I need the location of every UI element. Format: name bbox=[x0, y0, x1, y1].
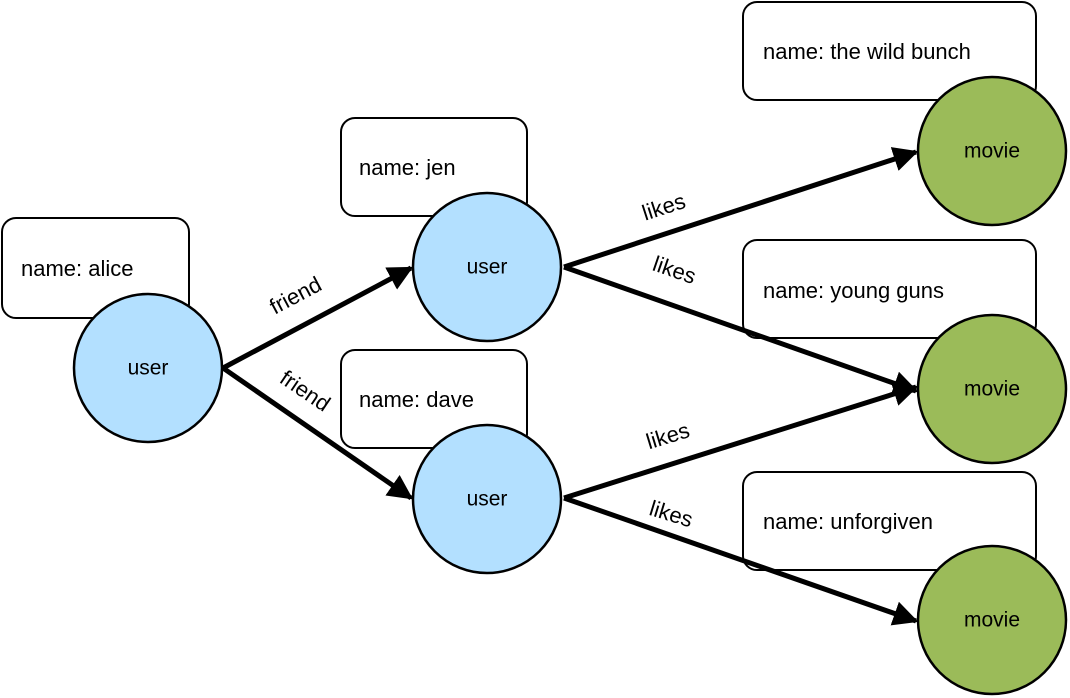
edge-label-dave-young-guns: likes bbox=[643, 417, 692, 454]
node-label-wild-bunch: movie bbox=[964, 140, 1020, 163]
property-box-wild-bunch: name: the wild bunch bbox=[742, 1, 1037, 101]
edge-label-dave-unforgiven: likes bbox=[646, 495, 695, 532]
node-label-dave: user bbox=[467, 488, 508, 511]
property-text-dave: name: dave bbox=[359, 387, 474, 412]
property-box-unforgiven: name: unforgiven bbox=[742, 471, 1037, 571]
property-box-dave: name: dave bbox=[340, 349, 528, 449]
node-label-alice: user bbox=[128, 357, 169, 380]
edge-jen-young-guns bbox=[563, 264, 919, 396]
edge-alice-dave bbox=[221, 365, 414, 501]
edge-label-alice-jen: friend bbox=[265, 271, 325, 319]
property-box-young-guns: name: young guns bbox=[742, 239, 1037, 339]
property-text-wild-bunch: name: the wild bunch bbox=[763, 39, 971, 64]
node-user-jen: user bbox=[411, 191, 563, 343]
edge-dave-young-guns bbox=[563, 381, 919, 501]
edge-alice-jen bbox=[221, 265, 414, 371]
property-box-jen: name: jen bbox=[340, 117, 528, 217]
node-movie-wild-bunch: movie bbox=[916, 75, 1068, 227]
node-user-dave: user bbox=[411, 423, 563, 575]
property-text-unforgiven: name: unforgiven bbox=[763, 509, 933, 534]
node-label-young-guns: movie bbox=[964, 378, 1020, 401]
node-user-alice: user bbox=[72, 292, 224, 444]
property-text-young-guns: name: young guns bbox=[763, 278, 944, 303]
node-movie-unforgiven: movie bbox=[916, 544, 1068, 696]
node-label-jen: user bbox=[467, 256, 508, 279]
edge-label-jen-wild-bunch: likes bbox=[639, 188, 689, 225]
node-movie-young-guns: movie bbox=[916, 313, 1068, 465]
property-text-jen: name: jen bbox=[359, 155, 456, 180]
node-label-unforgiven: movie bbox=[964, 609, 1020, 632]
edge-dave-unforgiven bbox=[563, 495, 919, 626]
edge-label-jen-young-guns: likes bbox=[650, 251, 700, 289]
property-text-alice: name: alice bbox=[21, 256, 134, 281]
edge-jen-wild-bunch bbox=[563, 147, 919, 270]
